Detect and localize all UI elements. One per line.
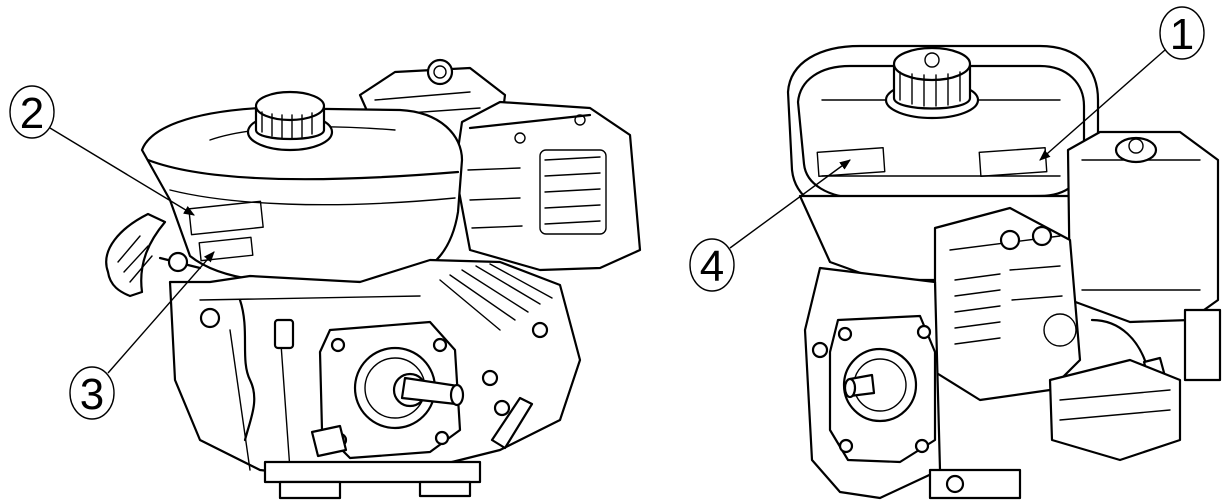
engine-right-illustration — [786, 44, 1222, 500]
callout-number-2: 2 — [20, 89, 44, 138]
callout-number-4: 4 — [700, 242, 724, 291]
label-plate-4 — [816, 147, 886, 177]
vent-slots-left — [467, 149, 607, 235]
cooling-shroud-right — [933, 206, 1082, 402]
label-plate-2 — [188, 200, 264, 236]
fuel-cap-left — [246, 90, 334, 152]
fuel-cap-right — [884, 46, 980, 120]
callout-number-1: 1 — [1170, 10, 1194, 59]
callout-1: 1 — [1039, 6, 1205, 161]
side-cover-right — [828, 314, 937, 464]
label-plate-3 — [198, 236, 254, 262]
callout-3: 3 — [69, 251, 215, 420]
side-cover-left — [318, 320, 465, 460]
cooling-fins-left — [439, 263, 553, 331]
callout-4: 4 — [689, 159, 851, 292]
engine-left-illustration — [105, 58, 642, 500]
callout-number-3: 3 — [80, 370, 104, 419]
callout-2: 2 — [9, 85, 195, 216]
starter-handle-left — [105, 212, 202, 298]
